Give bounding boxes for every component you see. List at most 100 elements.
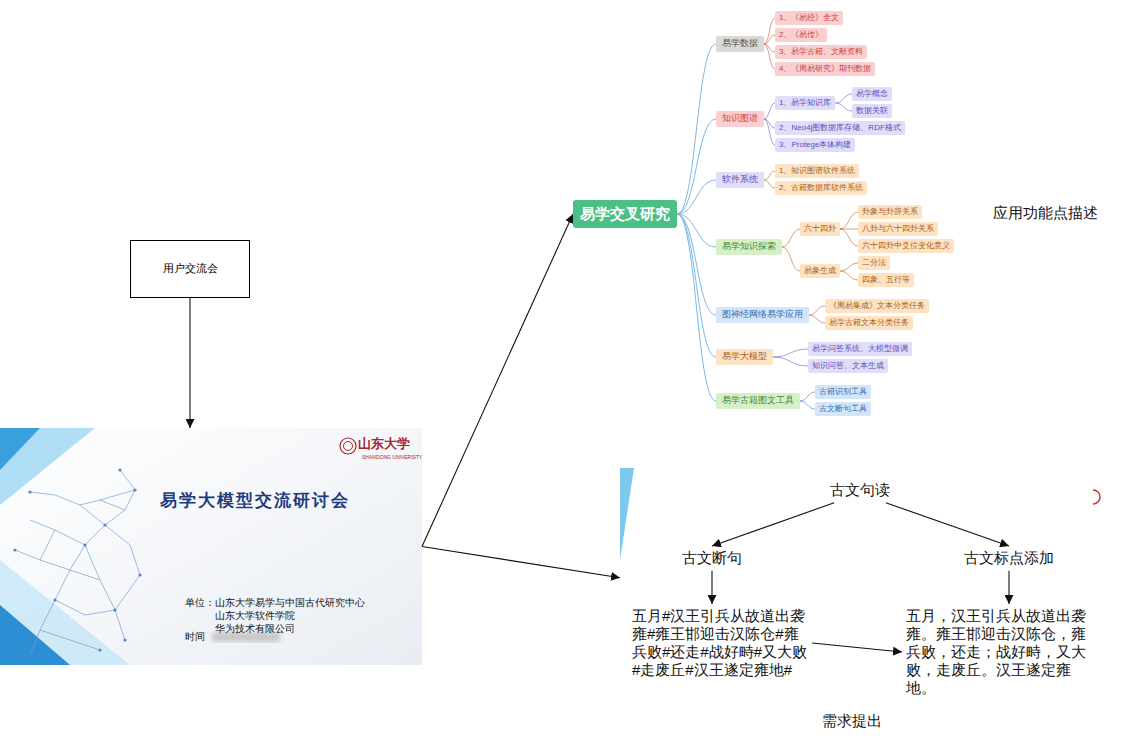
leaf-box: 易学古籍文本分类任务 [825,316,913,330]
leaf-box-text: 数据关联 [856,106,888,116]
mindmap-branch-line [809,306,825,315]
leaf-box-text: 3、易学古籍、文献资料 [779,47,863,57]
slide-wedge [0,428,40,470]
mindmap-branch-line [677,214,716,401]
leaf-box: 卦象与卦辞关系 [858,205,922,219]
leaf-box-text: 八卦与六十四卦关系 [862,224,934,234]
leaf-box: 六十四卦 [800,222,840,236]
leaf-box: 2、Neo4j图数据库存储、RDF格式 [775,121,905,135]
leaf-box: 六十四卦中爻位变化意义 [858,239,954,253]
leaf-box: 数据关联 [852,104,892,118]
slide-wedge [0,560,130,665]
branch-box: 易学知识探索 [716,239,782,254]
topic-text-text: 古文标点添加 [964,549,1054,568]
arrow-connector [712,503,834,546]
leaf-box-text: 古籍识别工具 [819,387,867,397]
leaf-box-text: 1、《易经》全文 [779,13,839,23]
branch-box-text: 易学古籍图文工具 [722,395,794,406]
branch-box-text: 软件系统 [722,174,758,185]
branch-box-text: 知识图谱 [722,113,758,124]
text-block-text: 五月，汉王引兵从故道出袭雍。雍王邯迎击汉陈仓，雍兵败，还走；战好畤，又大败，走废… [906,607,1088,697]
network-dots [13,468,141,656]
branch-box: 易学古籍图文工具 [716,393,800,408]
arrow-connector [812,643,902,652]
leaf-box: 易学问答系统、大模型微调 [808,342,912,356]
leaf-box: 易学概念 [852,87,892,101]
arrow-connector [189,298,190,428]
leaf-box-text: 知识问答、文本生成 [812,361,884,371]
panel-edge-mark [1093,490,1100,504]
arrow-connector [1008,571,1009,604]
leaf-box: 1、知识图谱软件系统 [775,164,859,178]
process-box-text: 用户交流会 [163,262,218,276]
branch-box: 易学大模型 [716,349,773,364]
leaf-box-text: 2、古籍数据库软件系统 [779,183,863,193]
leaf-box-text: 1、易学知识库 [779,98,831,108]
mindmap-branch-line [764,171,775,180]
root-topic-text: 易学交叉研究 [580,205,670,224]
image-panel: 需求提出古文句读古文断句古文标点添加五月#汉王引兵从故道出袭雍#雍王邯迎击汉陈仓… [620,468,1095,692]
leaf-box: 二分法 [858,256,890,270]
slide-wedge [0,428,95,505]
mindmap-branch-line [764,119,775,145]
mindmap-branch-line [677,214,716,315]
mindmap-branch-line [840,229,858,246]
leaf-box-text: 4、《周易研究》期刊数据 [779,64,871,74]
annotation-label: 应用功能点描述 [993,204,1098,223]
leaf-box: 3、易学古籍、文献资料 [775,45,867,59]
leaf-box: 四象、五行等 [858,273,914,287]
mindmap-branch-line [782,247,800,271]
branch-box: 软件系统 [716,172,764,187]
slide-image-text: 单位：山东大学易学与中国古代研究中心 山东大学软件学院 华为技术有限公司 [185,596,385,635]
topic-text: 古文句读 [826,478,894,503]
leaf-box: 古文断句工具 [815,402,871,416]
leaf-box: 2、古籍数据库软件系统 [775,181,867,195]
process-box: 用户交流会 [130,240,250,298]
arrow-connector [422,547,620,578]
topic-text-text: 古文句读 [830,481,890,500]
leaf-box-text: 易象生成 [804,266,836,276]
arrow-connector [711,571,712,604]
leaf-box: 4、《周易研究》期刊数据 [775,62,875,76]
topic-text-text: 古文断句 [682,549,742,568]
leaf-box-text: 古文断句工具 [819,404,867,414]
mindmap-branch-line [773,357,808,366]
topic-text: 古文断句 [678,546,746,571]
branch-box-text: 易学知识探索 [722,241,776,252]
mindmap-branch-line [782,229,800,247]
arrow-connector [422,214,573,547]
mindmap-branch-line [840,271,858,280]
leaf-box: 八卦与六十四卦关系 [858,222,938,236]
text-block: 五月#汉王引兵从故道出袭雍#雍王邯迎击汉陈仓#雍兵败#还走#战好畤#又大败#走废… [628,604,812,682]
slide-image-text: 时间 [185,631,205,644]
leaf-box-text: 3、Protege本体构建 [779,140,851,150]
leaf-box-text: 六十四卦 [804,224,836,234]
mindmap-branch-line [840,263,858,271]
leaf-box-text: 二分法 [862,258,886,268]
mindmap-branch-line [677,44,716,214]
leaf-box: 1、易学知识库 [775,96,835,110]
leaf-box-text: 四象、五行等 [862,275,910,285]
leaf-box: 1、《易经》全文 [775,11,843,25]
panel-accent [620,468,634,560]
mindmap-branch-line [800,392,815,401]
mindmap-branch-line [764,44,775,69]
mindmap-branch-line [764,18,775,44]
leaf-box: 2、《易传》 [775,28,827,42]
branch-box-text: 易学数据 [722,38,758,49]
branch-box-text: 图神经网络易学应用 [722,309,803,320]
leaf-box: 易象生成 [800,264,840,278]
mindmap-branch-line [677,119,716,214]
root-topic: 易学交叉研究 [573,200,677,229]
leaf-box-text: 六十四卦中爻位变化意义 [862,241,950,251]
university-emblem [340,438,356,454]
slide-wedge [0,605,70,665]
mindmap-branch-line [773,349,808,357]
slide-image-text: 山东大学 [358,436,410,452]
leaf-box-text: 1、知识图谱软件系统 [779,166,855,176]
leaf-box-text: 《周易集成》文本分类任务 [829,301,925,311]
leaf-box-text: 易学问答系统、大模型微调 [812,344,908,354]
mindmap-branch-line [764,35,775,44]
leaf-box: 知识问答、文本生成 [808,359,888,373]
